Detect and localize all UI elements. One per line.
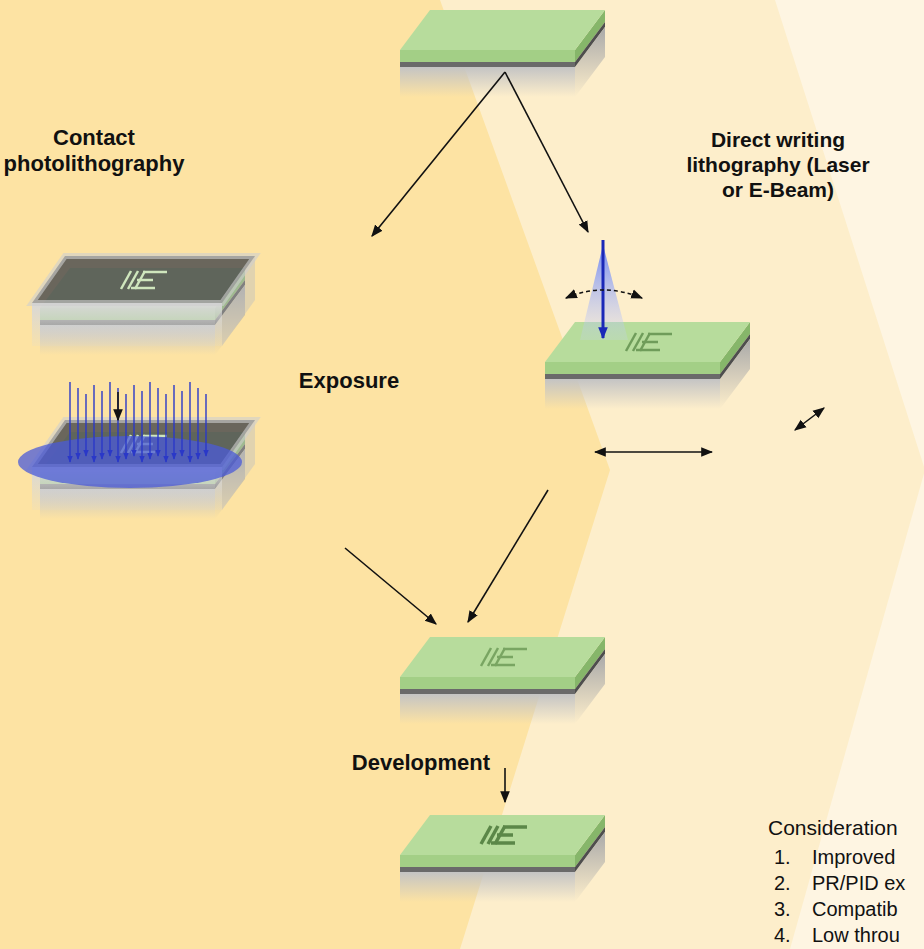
list-number: 3. <box>774 897 791 921</box>
wafer-side <box>400 867 575 872</box>
wafer-top <box>400 10 605 50</box>
section-heading: Contact photolithography <box>0 125 188 178</box>
wafer-top <box>400 637 605 677</box>
wafer-latent-pattern <box>400 637 605 724</box>
pattern-bar <box>648 333 672 336</box>
wafer-side <box>545 374 720 379</box>
flow-arrow <box>117 392 119 420</box>
wafer-developed <box>400 815 605 902</box>
wafer-top <box>545 322 750 362</box>
wafer-top <box>400 815 605 855</box>
light-ray <box>133 385 134 456</box>
flow-arrow <box>504 768 506 802</box>
mask-wall <box>32 303 222 346</box>
list-item: Improved <box>812 845 895 869</box>
wafer-side <box>400 855 575 867</box>
light-ray <box>141 391 142 462</box>
list-number: 2. <box>774 871 791 895</box>
light-ray <box>117 388 118 462</box>
light-ray <box>173 385 174 459</box>
stage-motion <box>795 408 824 430</box>
mask-frame <box>32 256 255 303</box>
light-ray <box>109 382 110 456</box>
wafer-side <box>400 872 575 902</box>
wafer-with-mask <box>32 256 255 355</box>
pattern-bar <box>143 271 167 274</box>
scan-arc <box>566 290 642 298</box>
wafer-side <box>400 62 575 67</box>
flow-arrow <box>345 548 436 624</box>
light-ray <box>85 394 86 456</box>
wafer-start <box>400 10 605 97</box>
wafer-side <box>400 50 575 62</box>
light-ray <box>189 382 190 462</box>
light-ray <box>205 394 206 456</box>
flow-arrow <box>505 72 588 232</box>
note-heading: Consideration <box>768 815 918 840</box>
wafer-side <box>545 379 720 409</box>
pattern-bar <box>497 656 513 659</box>
wafer-exposed <box>18 420 255 519</box>
pattern-bar <box>636 349 660 352</box>
pattern-bar <box>491 664 515 667</box>
list-item: Compatib <box>812 897 898 921</box>
light-ray <box>157 388 158 456</box>
light-ray <box>149 382 150 459</box>
pattern-bar <box>503 825 527 829</box>
list-item: Low throu <box>812 923 900 947</box>
exposure-spot <box>18 436 242 488</box>
flow-arrow <box>372 72 505 236</box>
light-ray <box>69 382 70 462</box>
step-label: Development <box>290 750 490 776</box>
light-ray <box>197 388 198 459</box>
list-item: PR/PID ex <box>812 871 905 895</box>
wafer-side <box>400 677 575 689</box>
flow-arrow <box>468 490 548 622</box>
section-heading: Direct writing lithography (Laser or E-B… <box>676 127 880 203</box>
mask-top <box>32 256 255 303</box>
light-ray <box>165 394 166 462</box>
wafer-side <box>400 694 575 724</box>
pattern-bar <box>503 648 527 651</box>
pattern-bar <box>497 833 513 837</box>
step-label: Exposure <box>294 368 404 394</box>
write-beam <box>602 240 605 338</box>
background-chevron <box>440 0 924 949</box>
list-number: 1. <box>774 845 791 869</box>
wafer-side <box>545 362 720 374</box>
pattern-bar <box>491 841 515 845</box>
pattern-bar <box>137 279 153 282</box>
list-number: 4. <box>774 923 791 947</box>
wafer-side <box>400 689 575 694</box>
light-ray <box>101 391 102 459</box>
light-ray <box>93 385 94 462</box>
light-ray <box>77 388 78 459</box>
pattern-bar <box>642 341 658 344</box>
light-ray <box>181 391 182 456</box>
stage-motion <box>595 451 712 453</box>
light-ray <box>125 394 126 459</box>
wafer-direct-write <box>545 322 750 409</box>
pattern-bar <box>131 287 155 290</box>
